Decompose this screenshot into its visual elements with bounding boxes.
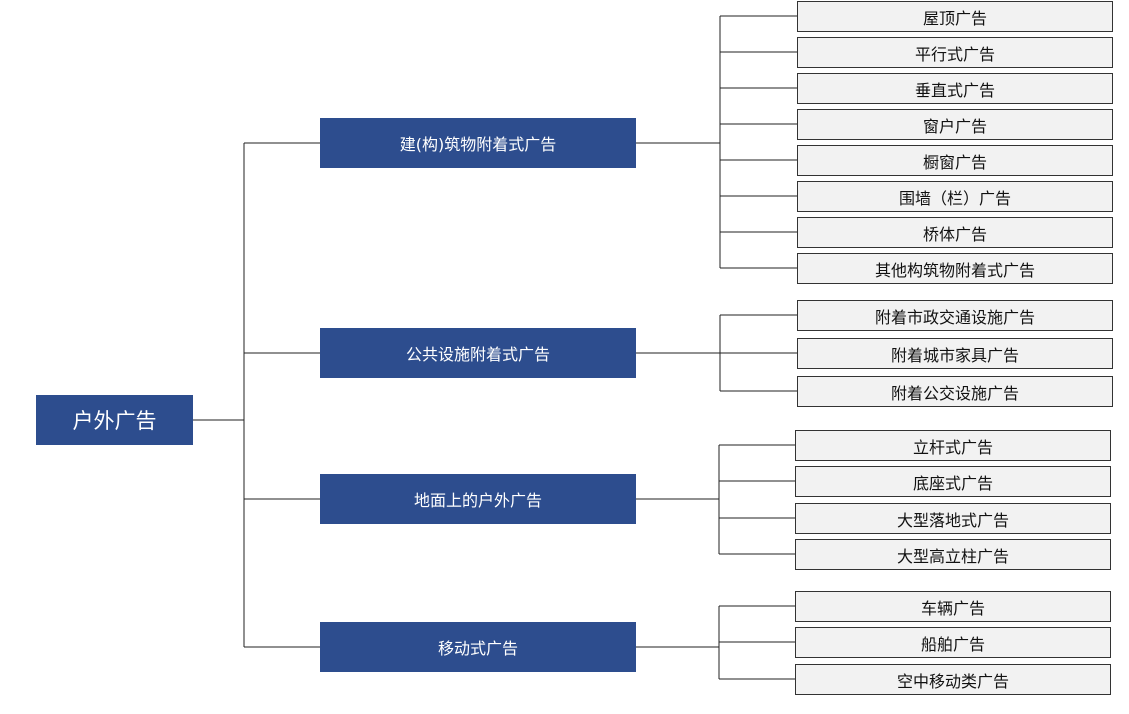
- category-node-label: 公共设施附着式广告: [405, 345, 550, 364]
- leaf-node: 车辆广告: [795, 591, 1111, 622]
- category-node-public-facility-attached: 公共设施附着式广告: [320, 328, 636, 378]
- leaf-node-label: 平行式广告: [914, 44, 995, 64]
- leaf-node: 立杆式广告: [795, 430, 1111, 461]
- category-node-building-attached: 建(构)筑物附着式广告: [320, 118, 636, 168]
- leaf-node-label: 其他构筑物附着式广告: [874, 260, 1035, 280]
- leaf-node-label: 围墙（栏）广告: [898, 188, 1011, 208]
- leaf-node: 桥体广告: [797, 217, 1113, 248]
- leaf-node-label: 附着公交设施广告: [890, 383, 1019, 403]
- leaf-node: 窗户广告: [797, 109, 1113, 140]
- leaf-node: 围墙（栏）广告: [797, 181, 1113, 212]
- leaf-node: 空中移动类广告: [795, 664, 1111, 695]
- leaf-node-label: 车辆广告: [920, 598, 985, 618]
- leaf-node-label: 附着城市家具广告: [890, 345, 1019, 365]
- leaf-node: 大型落地式广告: [795, 503, 1111, 534]
- leaf-node: 附着城市家具广告: [797, 338, 1113, 369]
- category-node-label: 移动式广告: [437, 639, 518, 658]
- category-node-label: 地面上的户外广告: [413, 491, 542, 510]
- leaf-node: 橱窗广告: [797, 145, 1113, 176]
- category-node-mobile: 移动式广告: [320, 622, 636, 672]
- leaf-node-label: 屋顶广告: [922, 8, 987, 28]
- leaf-node: 附着公交设施广告: [797, 376, 1113, 407]
- leaf-node-label: 橱窗广告: [922, 152, 987, 172]
- leaf-node-label: 底座式广告: [912, 473, 993, 493]
- leaf-node-label: 大型落地式广告: [896, 510, 1009, 530]
- leaf-node-label: 桥体广告: [922, 224, 987, 244]
- leaf-node-label: 附着市政交通设施广告: [874, 307, 1035, 327]
- category-node-ground: 地面上的户外广告: [320, 474, 636, 524]
- leaf-node: 大型高立柱广告: [795, 539, 1111, 570]
- root-node: 户外广告: [36, 395, 193, 445]
- category-node-label: 建(构)筑物附着式广告: [399, 135, 557, 154]
- leaf-node: 垂直式广告: [797, 73, 1113, 104]
- root-node-label: 户外广告: [72, 409, 157, 433]
- leaf-node-label: 大型高立柱广告: [896, 546, 1009, 566]
- leaf-node: 附着市政交通设施广告: [797, 300, 1113, 331]
- leaf-node: 平行式广告: [797, 37, 1113, 68]
- leaf-node: 船舶广告: [795, 627, 1111, 658]
- leaf-node: 屋顶广告: [797, 1, 1113, 32]
- leaf-node-label: 立杆式广告: [912, 437, 993, 457]
- leaf-node-label: 空中移动类广告: [896, 671, 1009, 691]
- leaf-node-label: 船舶广告: [920, 634, 985, 654]
- leaf-node-label: 垂直式广告: [914, 80, 995, 100]
- leaf-node: 其他构筑物附着式广告: [797, 253, 1113, 284]
- leaf-node-label: 窗户广告: [922, 116, 987, 136]
- leaf-node: 底座式广告: [795, 466, 1111, 497]
